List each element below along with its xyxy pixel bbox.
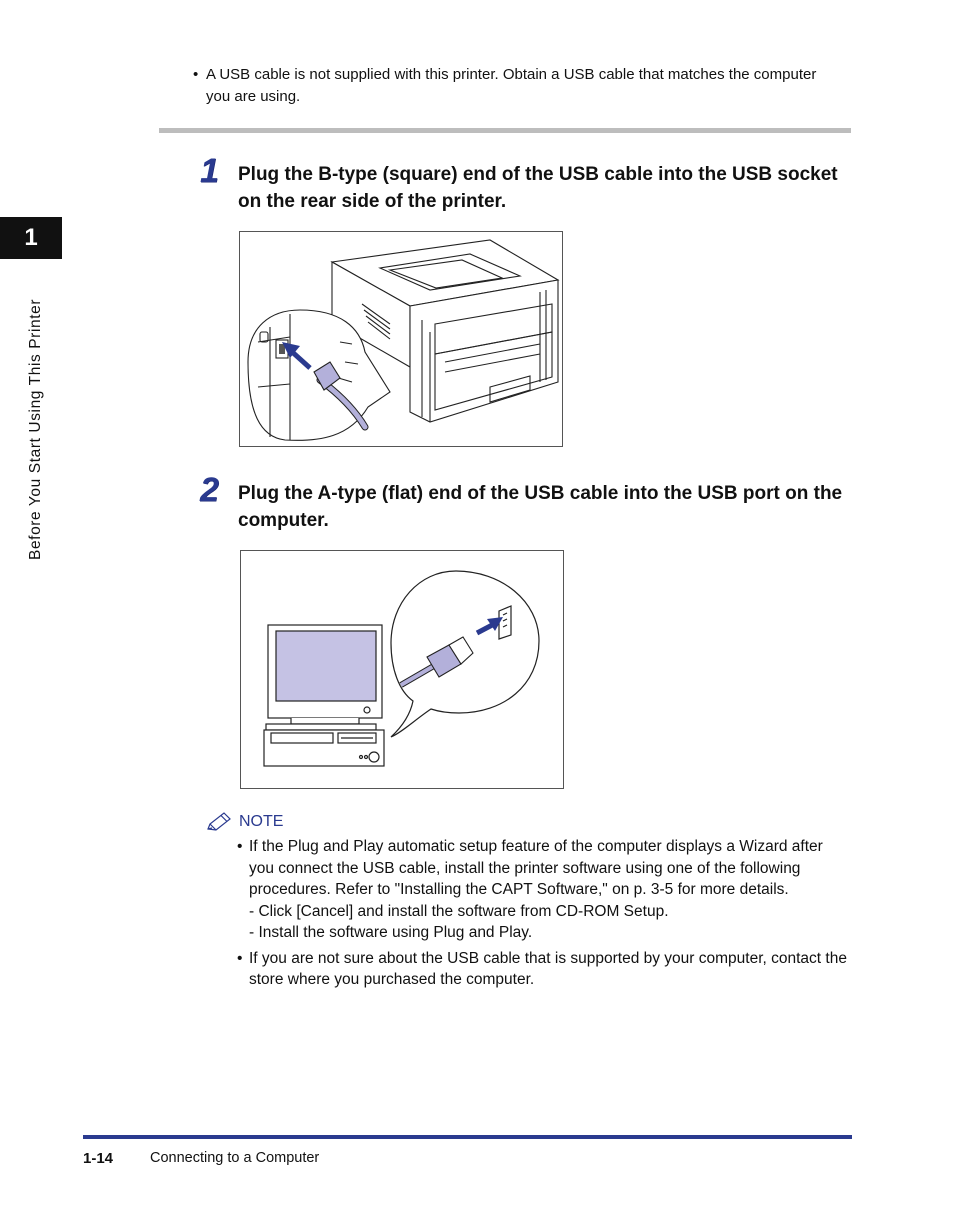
computer-usb-illustration — [240, 550, 564, 789]
bullet: • — [237, 949, 243, 967]
bullet: • — [193, 66, 199, 83]
step-2-text: Plug the A-type (flat) end of the USB ca… — [238, 483, 843, 531]
note-sub-1: - Click [Cancel] and install the softwar… — [249, 902, 669, 920]
note-item-1-text: If the Plug and Play automatic setup fea… — [249, 838, 823, 898]
note-header: NOTE — [205, 811, 283, 833]
pencil-icon — [207, 812, 231, 831]
note-sub-2: - Install the software using Plug and Pl… — [249, 924, 533, 941]
note-item: • If you are not sure about the USB cabl… — [237, 948, 852, 991]
page-number: 1-14 — [83, 1150, 114, 1167]
note-label: NOTE — [239, 813, 284, 830]
chapter-tab: 1 — [0, 217, 62, 259]
footer-rule — [83, 1135, 852, 1139]
note-body: • If the Plug and Play automatic setup f… — [237, 836, 852, 991]
footer-section-title: Connecting to a Computer — [150, 1150, 320, 1166]
computer-illustration-svg — [263, 570, 540, 767]
step-1-text: Plug the B-type (square) end of the USB … — [238, 164, 838, 212]
printer-illustration-svg — [247, 239, 560, 441]
step-1-number: 1 — [200, 152, 219, 190]
note-item: • If the Plug and Play automatic setup f… — [237, 836, 852, 944]
section-divider — [159, 128, 851, 133]
bullet: • — [237, 838, 243, 855]
step-2-number: 2 — [200, 471, 219, 509]
note-item-2-text: If you are not sure about the USB cable … — [249, 949, 847, 989]
chapter-title-vertical: Before You Start Using This Printer — [27, 298, 44, 560]
intro-note: • A USB cable is not supplied with this … — [193, 64, 833, 108]
intro-text: A USB cable is not supplied with this pr… — [206, 66, 817, 105]
printer-usb-illustration — [239, 231, 563, 447]
